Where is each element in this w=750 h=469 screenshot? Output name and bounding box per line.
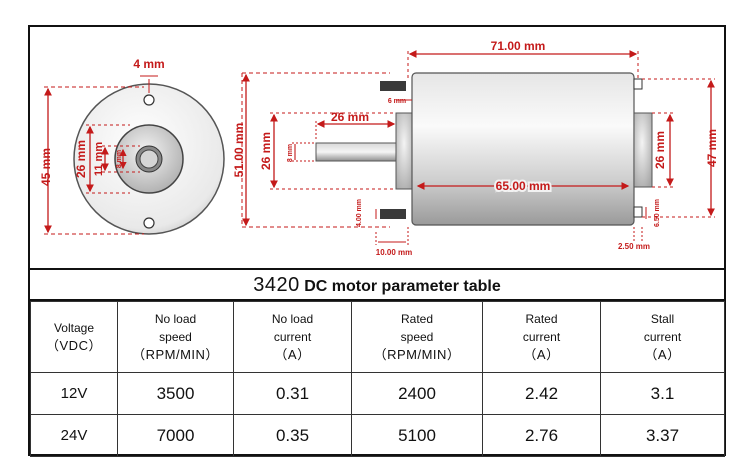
terminal-top	[633, 78, 643, 90]
dim-shaft-dia: 8 mm	[116, 150, 123, 168]
header-rated-speed: Rated speed （RPM/MIN）	[351, 301, 483, 373]
dim-screw-length: 10.00 mm	[376, 248, 412, 257]
dim-shaft-length: 26 mm	[331, 110, 369, 124]
cell-voltage: 24V	[30, 414, 118, 457]
motor-body	[411, 72, 635, 226]
table-row: 24V 7000 0.35 5100 2.76 3.37	[30, 414, 725, 457]
dim-screw-height: 4.00 mm	[356, 199, 363, 227]
dim-right-boss: 26 mm	[653, 131, 667, 169]
dim-body-length: 65.00 mm	[496, 179, 551, 193]
parameter-table: Voltage （VDC） No load speed （RPM/MIN） No…	[30, 301, 725, 457]
front-shaft	[139, 149, 159, 169]
dim-hole: 4 mm	[133, 57, 164, 71]
cell-rated-current: 2.76	[482, 414, 601, 457]
header-no-load-speed: No load speed （RPM/MIN）	[117, 301, 234, 373]
dim-terminal-width: 2.50 mm	[618, 242, 650, 251]
dim-total-length: 71.00 mm	[491, 39, 546, 53]
table-row: 12V 3500 0.31 2400 2.42 3.1	[30, 372, 725, 415]
model-number: 3420	[253, 274, 300, 296]
header-rated-current: Rated current （A）	[482, 301, 601, 373]
header-no-load-current: No load current （A）	[233, 301, 352, 373]
header-voltage: Voltage （VDC）	[30, 301, 118, 373]
cell-rated-current: 2.42	[482, 372, 601, 415]
dim-inner-dia: 11 mm	[93, 142, 105, 176]
header-stall-current: Stall current （A）	[600, 301, 725, 373]
cell-stall-current: 3.37	[600, 414, 725, 457]
cell-no-load-current: 0.35	[233, 414, 352, 457]
shaft	[315, 142, 399, 162]
side-view: 71.00 mm 51.00 mm 26 mm 8 mm 26 mm 6 mm …	[232, 39, 719, 257]
dim-boss-dia-side: 26 mm	[259, 132, 273, 170]
motor-dimension-drawing: 45 mm 26 mm 11 mm 8 mm 4 mm	[39, 39, 719, 257]
cell-no-load-current: 0.31	[233, 372, 352, 415]
table-title: 3420 DC motor parameter table	[30, 268, 724, 301]
dim-right-dia: 47 mm	[705, 129, 719, 167]
dim-flange-offset: 6 mm	[388, 98, 406, 105]
cell-rated-speed: 5100	[351, 414, 483, 457]
table-caption: DC motor parameter table	[304, 278, 501, 295]
rear-boss	[633, 112, 653, 188]
mount-hole-bottom	[143, 217, 155, 229]
table-header-row: Voltage （VDC） No load speed （RPM/MIN） No…	[30, 301, 725, 373]
screw-top	[380, 81, 406, 91]
side-boss	[395, 112, 415, 190]
dim-terminal-height: 6.50 mm	[654, 199, 661, 227]
dim-shaft-dia-side: 8 mm	[287, 144, 294, 162]
cell-no-load-speed: 3500	[117, 372, 234, 415]
mount-hole-top	[143, 94, 155, 106]
terminal-bottom	[633, 206, 643, 218]
dim-body-dia: 51.00 mm	[232, 123, 246, 178]
cell-voltage: 12V	[30, 372, 118, 415]
dim-boss-dia: 26 mm	[74, 140, 88, 178]
cell-no-load-speed: 7000	[117, 414, 234, 457]
screw-bottom	[380, 209, 406, 219]
cell-stall-current: 3.1	[600, 372, 725, 415]
front-view: 45 mm 26 mm 11 mm 8 mm 4 mm	[39, 57, 225, 235]
cell-rated-speed: 2400	[351, 372, 483, 415]
dim-outer-dia: 45 mm	[39, 148, 53, 186]
